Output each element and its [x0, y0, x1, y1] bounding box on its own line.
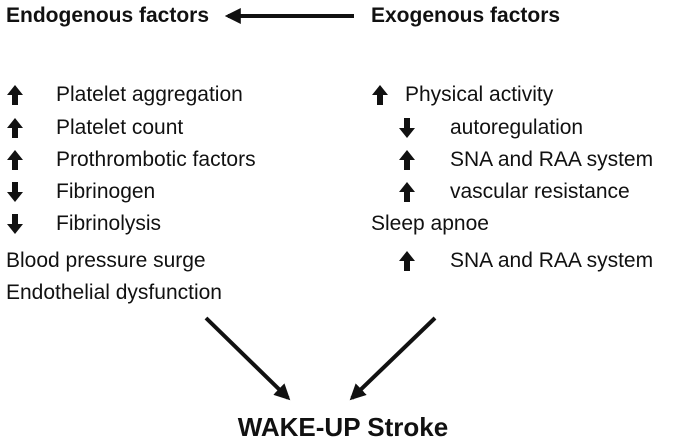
endogenous-item-blood-pressure-surge: Blood pressure surge [6, 249, 206, 272]
arrow-up-icon [398, 180, 416, 204]
arrow-up-icon [6, 83, 24, 107]
endogenous-header: Endogenous factors [6, 4, 210, 27]
arrow-up-icon [398, 148, 416, 172]
exogenous-header: Exogenous factors [371, 4, 561, 27]
arrow-down-icon [6, 180, 24, 204]
endogenous-item-prothrombotic-factors: Prothrombotic factors [56, 148, 256, 171]
arrow-up-icon [6, 148, 24, 172]
exogenous-item-sna-raa-system-2: SNA and RAA system [450, 249, 654, 272]
endogenous-item-fibrinogen: Fibrinogen [56, 180, 156, 203]
arrow-up-icon [371, 83, 389, 107]
exogenous-item-sna-raa-system: SNA and RAA system [450, 148, 654, 171]
endogenous-item-platelet-count: Platelet count [56, 116, 184, 139]
endogenous-item-endothelial-dysfunction: Endothelial dysfunction [6, 281, 222, 304]
exogenous-item-physical-activity: Physical activity [405, 83, 554, 106]
exogenous-item-sleep-apnoe: Sleep apnoe [371, 212, 489, 235]
exogenous-item-vascular-resistance: vascular resistance [450, 180, 630, 203]
arrow-down-icon [398, 116, 416, 140]
arrow-down-icon [6, 212, 24, 236]
arrow-up-icon [6, 116, 24, 140]
arrow-up-icon [398, 249, 416, 273]
endogenous-item-platelet-aggregation: Platelet aggregation [56, 83, 243, 106]
exogenous-item-autoregulation: autoregulation [450, 116, 584, 139]
outcome-title: WAKE-UP Stroke [237, 412, 449, 442]
endogenous-item-fibrinolysis: Fibrinolysis [56, 212, 162, 235]
